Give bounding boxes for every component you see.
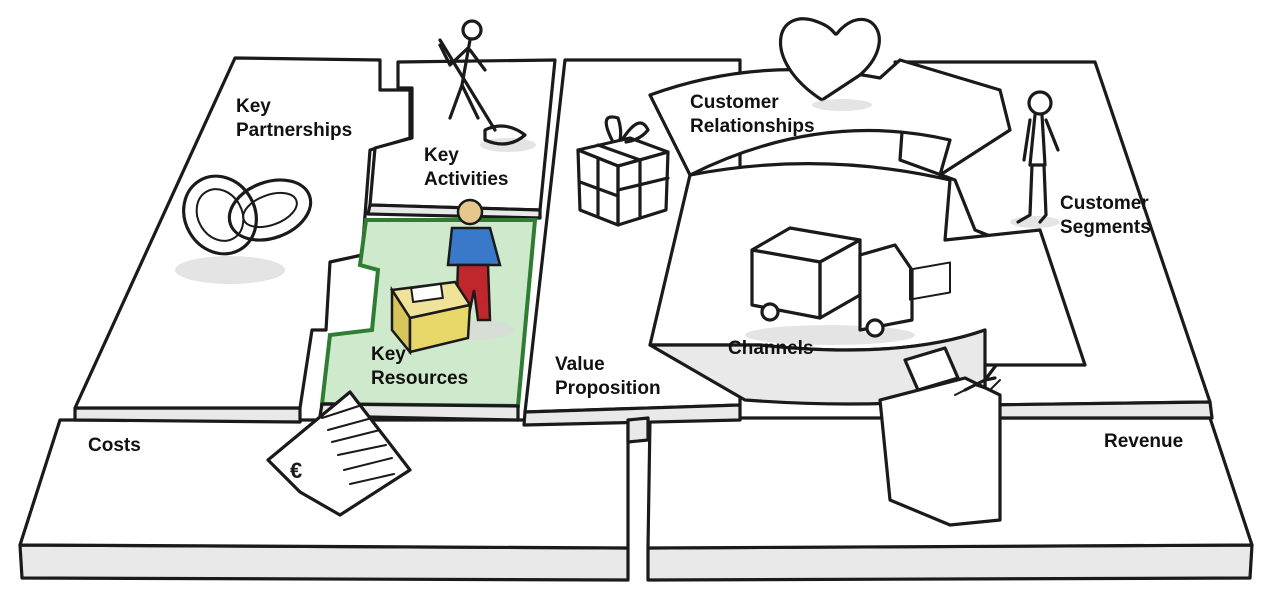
block-key-partnerships bbox=[73, 56, 412, 424]
invoice-euro-icon: € bbox=[266, 390, 412, 517]
label-key-activities: Key Activities bbox=[424, 145, 509, 190]
block-costs bbox=[18, 418, 630, 582]
worker-sweeping-icon bbox=[438, 19, 536, 152]
label-channels: Channels bbox=[728, 338, 814, 359]
chain-links-icon bbox=[182, 174, 313, 256]
standing-person-icon bbox=[1010, 90, 1060, 228]
label-customer-segments: Customer Segments bbox=[1060, 193, 1151, 238]
label-costs: Costs bbox=[88, 435, 141, 456]
truck-icon bbox=[745, 226, 915, 345]
label-customer-relationships: Customer Relationships bbox=[690, 92, 815, 137]
label-key-resources: Key Resources bbox=[371, 344, 469, 389]
label-revenue: Revenue bbox=[1104, 431, 1184, 452]
label-value-proposition: Value Proposition bbox=[555, 354, 661, 399]
svg-text:€: € bbox=[290, 458, 302, 483]
cash-register-icon bbox=[878, 261, 1002, 527]
person-at-desk-icon bbox=[389, 198, 515, 356]
block-key-activities bbox=[366, 58, 557, 220]
heart-icon bbox=[779, 17, 881, 111]
label-key-partnerships: Key Partnerships bbox=[236, 96, 353, 141]
gift-box-icon bbox=[576, 115, 670, 227]
